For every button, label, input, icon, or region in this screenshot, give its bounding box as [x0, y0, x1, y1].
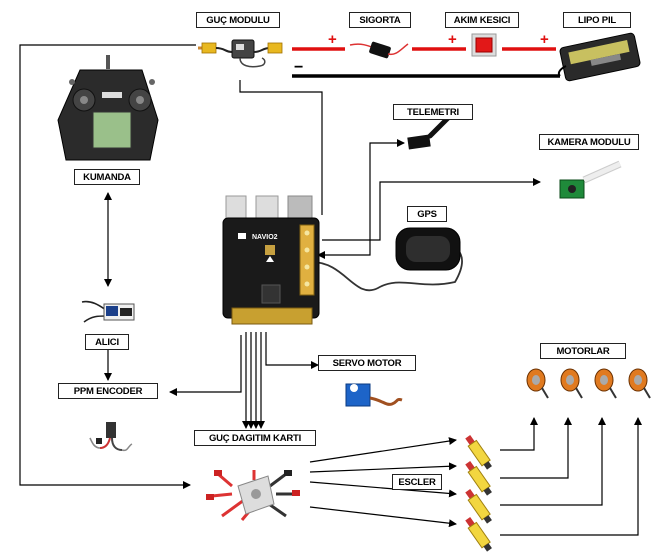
ppm-encoder-label: PPM ENCODER [58, 383, 158, 399]
esc-motor-line-3 [500, 417, 606, 506]
lipo-battery-icon [557, 32, 641, 82]
plus-marker-1: + [328, 31, 337, 48]
navio-ppm-line [169, 335, 242, 396]
ppm-encoder-icon [89, 422, 133, 452]
pdb-esc-line-1 [309, 437, 457, 463]
power-module-icon [198, 39, 283, 68]
telemetry-label: TELEMETRI [393, 104, 473, 120]
pdb-esc-line-2 [309, 462, 457, 473]
power-to-pdb-line [19, 44, 196, 489]
camera-label: KAMERA MODULU [539, 134, 639, 150]
esc-icon [465, 435, 492, 552]
receiver-icon [81, 300, 135, 323]
esc-label: ESCLER [392, 474, 442, 490]
receiver-label: ALICI [85, 334, 129, 350]
power-to-navio-line [239, 80, 323, 215]
board-name: NAVIO2 [252, 234, 278, 241]
esc-motor-line-4 [500, 417, 642, 536]
power-module-label: GUÇ MODULU [196, 12, 280, 28]
gps-antenna-icon [395, 227, 461, 271]
power-rail [292, 47, 560, 78]
plus-marker-3: + [540, 31, 549, 48]
gps-label: GPS [407, 206, 447, 222]
esc-motor-line-2 [500, 417, 572, 479]
switch-icon [471, 33, 497, 57]
fuse-icon [349, 41, 409, 59]
camera-line [322, 178, 541, 241]
navio2-board-icon: NAVIO2 [222, 195, 320, 325]
gps-cable [311, 249, 463, 292]
esc-motor-line-1 [500, 417, 538, 451]
motor-icon [526, 368, 651, 399]
fuse-label: SIGORTA [349, 12, 411, 28]
motors-label: MOTORLAR [540, 343, 626, 359]
pdb-esc-line-3 [309, 481, 457, 498]
pdb-esc-line-4 [309, 506, 457, 528]
camera-module-icon [559, 160, 622, 199]
switch-label: AKIM KESICI [445, 12, 519, 28]
telemetry-radio-icon [407, 115, 451, 150]
lipo-label: LIPO PIL [563, 12, 631, 28]
pdb-label: GUÇ DAGITIM KARTI [194, 430, 316, 446]
navio-servo-line [265, 332, 319, 369]
pdb-icon [206, 470, 300, 521]
connectors [19, 44, 642, 536]
remote-control-icon [57, 55, 159, 161]
servo-label: SERVO MOTOR [318, 355, 416, 371]
remote-label: KUMANDA [74, 169, 140, 185]
telemetry-line [317, 139, 405, 259]
servo-icon [345, 383, 403, 407]
plus-marker-2: + [448, 31, 457, 48]
minus-marker: − [294, 59, 303, 76]
